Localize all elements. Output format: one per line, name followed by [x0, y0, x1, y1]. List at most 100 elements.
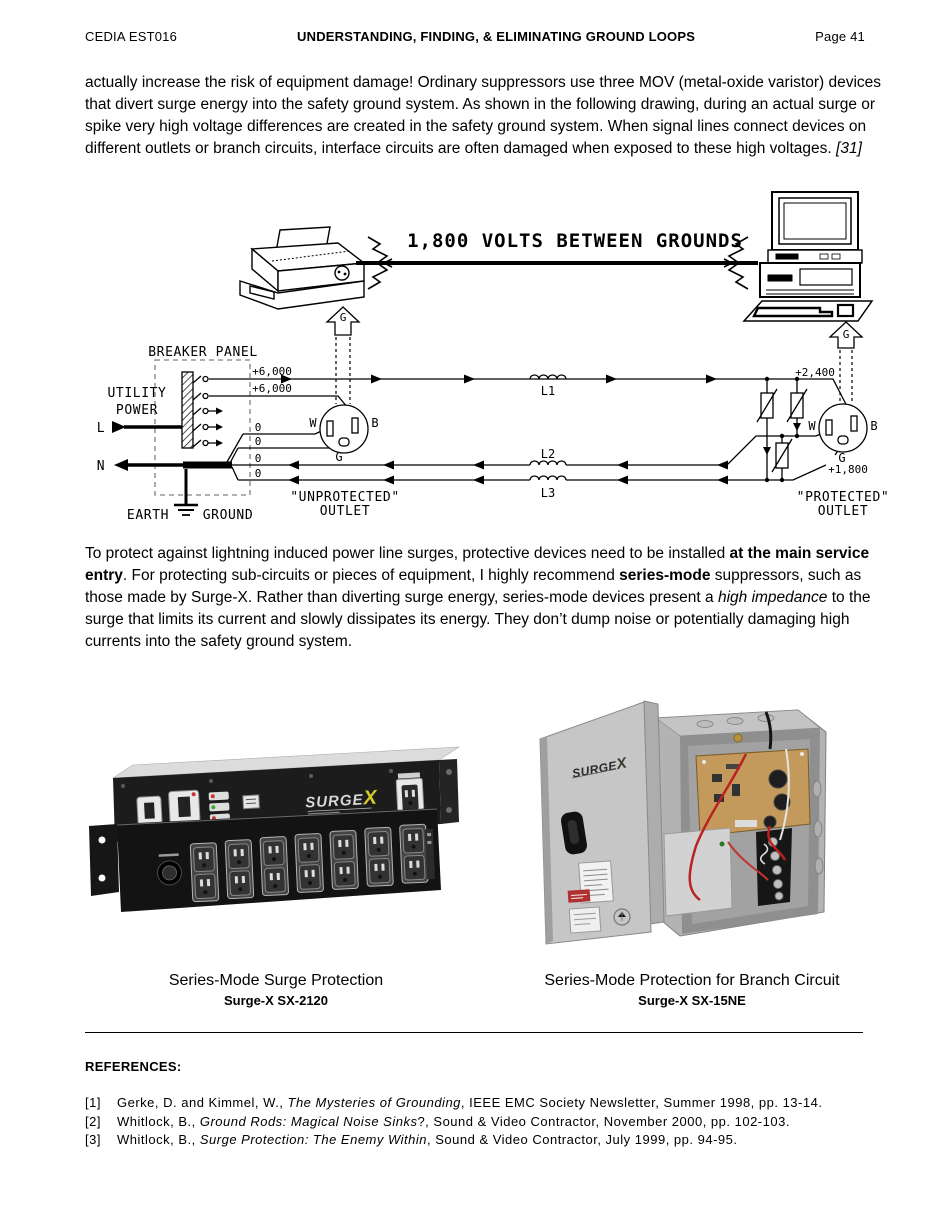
power-cable [764, 711, 773, 750]
label-inductor-l3: L3 [541, 486, 555, 500]
label-outlet-black: B [371, 416, 378, 430]
italic-high-impedance: high impedance [717, 589, 828, 606]
brass-standoff [733, 733, 743, 743]
reference-title: The Mysteries of Grounding [287, 1095, 461, 1110]
paragraph-mov-suppressors: actually increase the risk of equipment … [85, 72, 891, 160]
label-protected-outlet: OUTLET [818, 504, 869, 519]
caption-model: Surge-X SX-15NE [638, 993, 746, 1008]
label-unprotected-outlet: "UNPROTECTED" [290, 490, 400, 505]
label-voltage-0: 0 [255, 452, 262, 465]
figure-sx15ne: SURGEX Series-Mode Pro [530, 694, 854, 1008]
reference-source: , Sound & Video Contractor, July 1999, p… [427, 1132, 738, 1147]
sx15ne-photo: SURGEX [539, 700, 827, 945]
label-outlet-white: W [808, 419, 816, 433]
label-voltage-0: 0 [255, 421, 262, 434]
citation-31: [31] [836, 140, 862, 157]
label-ground: GROUND [203, 508, 254, 523]
label-outlet-ground: G [838, 451, 845, 465]
reference-title: Ground Rods: Magical Noise Sinks [199, 1113, 418, 1129]
mov-devices [756, 388, 808, 473]
printer-icon [239, 226, 366, 310]
reference-text: Whitlock, B., Surge Protection: The Enem… [117, 1131, 865, 1149]
reference-text: Whitlock, B., Ground Rods: Magical Noise… [117, 1113, 865, 1131]
white-wire [779, 748, 790, 841]
reference-item: [3] Whitlock, B., Surge Protection: The … [85, 1131, 865, 1149]
reference-authors: Whitlock, B., [117, 1132, 200, 1147]
reference-number: [3] [85, 1132, 101, 1147]
page-header: CEDIA EST016 UNDERSTANDING, FINDING, & E… [85, 29, 865, 44]
enclosure-box [653, 709, 827, 937]
label-utility-power: POWER [116, 403, 158, 418]
rear-outlets [189, 823, 429, 903]
unprotected-outlet [319, 404, 369, 454]
reference-authors: Whitlock, B., [117, 1113, 200, 1129]
red-wire [767, 825, 787, 861]
inductor-L2 [529, 460, 567, 466]
label-breaker-panel: BREAKER PANEL [148, 345, 258, 360]
surgex-logo: SURGEX [305, 787, 379, 813]
reference-source: ?, Sound & Video Contractor, November 20… [417, 1113, 790, 1129]
reference-authors: Gerke, D. and Kimmel, W., [117, 1095, 288, 1110]
red-wire [727, 841, 769, 881]
diagram-wiring [124, 359, 868, 516]
sx2120-photo: SURGEX [89, 746, 461, 912]
protected-outlet [818, 403, 868, 453]
breaker-panel-box [154, 359, 251, 496]
bold-main-service-entry: at the main service entry [85, 545, 870, 584]
label-inductor-l2: L2 [541, 447, 555, 461]
enclosure-door: SURGEX [539, 700, 665, 945]
reference-number: [1] [85, 1095, 101, 1110]
caption-title: Series-Mode Protection for Branch Circui… [544, 972, 840, 989]
label-voltage-0: 0 [255, 435, 262, 448]
diagram-labels: 1,800 VOLTS BETWEEN GROUNDS BREAKER PANE… [97, 230, 890, 523]
diagram-headline: 1,800 VOLTS BETWEEN GROUNDS [407, 230, 743, 252]
caption-model: Surge-X SX-2120 [223, 993, 329, 1008]
interference-line [356, 236, 758, 290]
label-voltage-6000: +6,000 [252, 365, 292, 378]
rack-unit-rear [89, 808, 441, 912]
reference-source: , IEEE EMC Society Newsletter, Summer 19… [460, 1095, 823, 1110]
paragraph-text: to the surge that limits its current and… [85, 589, 871, 650]
label-outlet-ground: G [335, 450, 342, 464]
header-doc-code: CEDIA EST016 [85, 29, 177, 44]
label-protected-outlet: "PROTECTED" [797, 490, 890, 505]
label-line: L [97, 421, 105, 436]
reference-item: [2] Whitlock, B., Ground Rods: Magical N… [85, 1113, 865, 1131]
label-earth: EARTH [127, 508, 169, 523]
paragraph-text: actually increase the risk of equipment … [85, 74, 882, 157]
section-divider [85, 1032, 863, 1033]
label-ground-arrow: G [340, 311, 347, 324]
label-voltage-6000: +6,000 [252, 382, 292, 395]
reference-item: [1] Gerke, D. and Kimmel, W., The Myster… [85, 1094, 865, 1112]
references-section: REFERENCES: [1] Gerke, D. and Kimmel, W.… [85, 1032, 865, 1150]
references-heading: REFERENCES: [85, 1059, 182, 1074]
paragraph-text: . For protecting sub-circuits or pieces … [122, 567, 620, 584]
circuit-board [695, 748, 811, 837]
label-utility-power: UTILITY [108, 386, 167, 401]
figure-caption: Series-Mode Surge Protection Surge-X SX-… [81, 972, 471, 1008]
terminal-block [756, 828, 792, 906]
paragraph-text: suppressors, such as those made by Surge… [85, 567, 862, 606]
red-wire [688, 753, 748, 902]
lightning-icon [723, 258, 749, 290]
figure-sx2120: SURGEX [81, 694, 471, 1008]
lightning-icon [723, 236, 749, 268]
label-voltage-1800: +1,800 [828, 463, 868, 476]
label-outlet-black: B [870, 419, 877, 433]
figure-caption: Series-Mode Protection for Branch Circui… [530, 972, 854, 1008]
label-inductor-l1: L1 [541, 384, 555, 398]
reference-number: [2] [85, 1113, 101, 1129]
header-title: UNDERSTANDING, FINDING, & ELIMINATING GR… [297, 29, 696, 44]
series-mode-module [663, 827, 733, 917]
reference-title: Surge Protection: The Enemy Within [199, 1132, 428, 1147]
door-handle [561, 811, 587, 855]
reference-text: Gerke, D. and Kimmel, W., The Mysteries … [117, 1094, 865, 1112]
references-list: [1] Gerke, D. and Kimmel, W., The Myster… [85, 1094, 865, 1149]
ground-path-arrows [325, 306, 864, 404]
label-voltage-2400: +2,400 [795, 366, 835, 379]
label-unprotected-outlet: OUTLET [320, 504, 371, 519]
lightning-icon [367, 258, 393, 290]
bold-series-mode: series-mode [619, 567, 711, 584]
flow-arrows [112, 374, 801, 485]
